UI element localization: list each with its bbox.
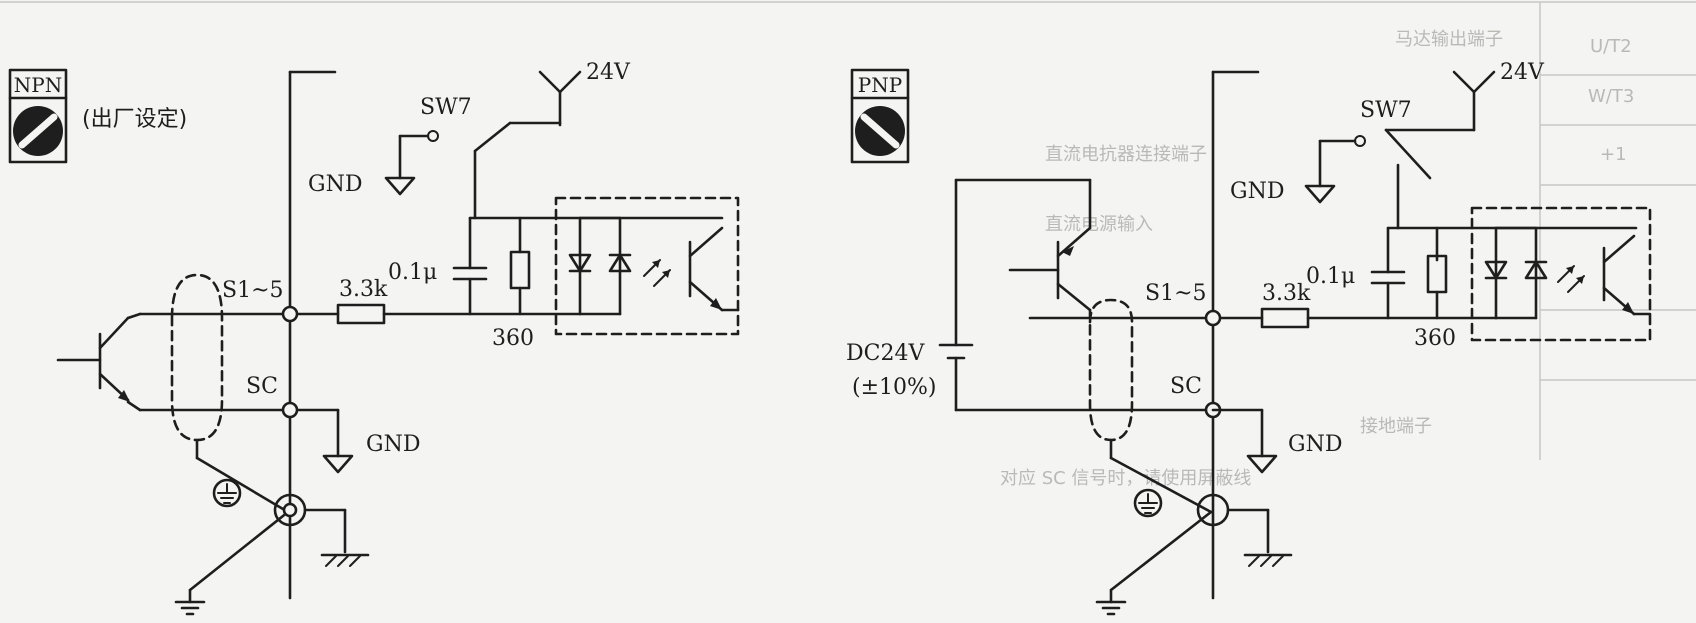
pnp-sw7-switch	[1304, 128, 1476, 230]
npn-protective-earth-icon	[212, 478, 242, 508]
npn-terminal-s1-5-label: S1~5	[222, 278, 284, 303]
pnp-external-transistor	[954, 178, 1092, 347]
npn-sw7-switch	[384, 121, 562, 220]
pnp-dc24v-tolerance: (±10%)	[852, 375, 937, 400]
pnp-switch-gnd-label: GND	[1230, 179, 1284, 204]
npn-terminal-sc-label: SC	[246, 374, 278, 399]
pnp-shunt-resistor	[1426, 254, 1448, 320]
ghost-text-2: W/T3	[1588, 86, 1634, 107]
pnp-24v-supply-icon	[1452, 70, 1496, 132]
ghost-text-5: 直流电源输入	[1045, 214, 1153, 235]
pnp-input-resistor-label: 3.3k	[1262, 281, 1311, 306]
npn-input-resistor	[336, 303, 386, 325]
npn-factory-note: (出厂设定)	[82, 107, 187, 132]
ghost-text-0: 马达输出端子	[1395, 29, 1503, 50]
bleed-through-layer: 马达输出端子 U/T2 W/T3 +1 直流电抗器连接端子 直流电源输入 接地端…	[0, 1, 1696, 489]
pnp-common-gnd-label: GND	[1288, 432, 1342, 457]
pnp-shielded-cable	[1088, 298, 1213, 514]
npn-shunt-resistor	[509, 250, 531, 316]
pnp-terminal-s1-5	[1204, 309, 1222, 327]
npn-sw7-label: SW7	[420, 95, 472, 120]
npn-setting-badge: NPN	[8, 68, 68, 164]
pnp-badge-label: PNP	[858, 73, 902, 97]
npn-capacitor-label: 0.1μ	[388, 260, 437, 285]
pnp-capacitor-label: 0.1μ	[1306, 264, 1355, 289]
npn-shielded-cable	[170, 273, 290, 514]
npn-capacitor	[452, 266, 488, 316]
ghost-text-4: 直流电抗器连接端子	[1045, 144, 1207, 165]
pnp-input-resistor	[1260, 307, 1310, 329]
ghost-text-6: 接地端子	[1360, 416, 1432, 437]
npn-external-transistor	[56, 312, 142, 412]
npn-optocoupler	[554, 196, 740, 336]
pnp-circuit: PNP 24V SW7 GND	[846, 60, 1652, 616]
npn-terminal-s1-5	[281, 305, 299, 323]
pnp-terminal-sc-label: SC	[1170, 374, 1202, 399]
pnp-dc24v-source-icon	[938, 343, 1215, 412]
npn-switch-gnd-label: GND	[308, 172, 362, 197]
npn-input-resistor-label: 3.3k	[339, 277, 388, 302]
pnp-switch-gnd-icon	[1304, 184, 1336, 204]
pnp-sw7-label: SW7	[1360, 98, 1412, 123]
pnp-common-gnd-icon	[1246, 454, 1278, 474]
pnp-protective-earth-icon	[1133, 488, 1163, 518]
npn-24v-label: 24V	[586, 60, 631, 85]
npn-ground-terminal	[174, 493, 370, 616]
ghost-text-3: +1	[1600, 144, 1627, 165]
npn-badge-label: NPN	[14, 73, 62, 97]
npn-terminal-sc	[281, 401, 299, 419]
npn-common-gnd-icon	[322, 454, 354, 474]
pnp-24v-label: 24V	[1500, 60, 1545, 85]
pnp-dc24v-label: DC24V	[846, 341, 925, 366]
npn-circuit: NPN (出厂设定) 24V SW7 GND	[8, 60, 740, 616]
pnp-capacitor	[1370, 270, 1406, 320]
pnp-setting-badge: PNP	[850, 68, 910, 164]
npn-common-gnd-label: GND	[366, 432, 420, 457]
npn-24v-supply-icon	[538, 70, 582, 127]
pnp-ground-terminal	[1095, 493, 1293, 616]
pnp-optocoupler	[1470, 206, 1652, 342]
ghost-text-1: U/T2	[1590, 36, 1632, 57]
pnp-terminal-s1-5-label: S1~5	[1145, 281, 1207, 306]
npn-shunt-resistor-label: 360	[492, 326, 534, 351]
pnp-shunt-resistor-label: 360	[1414, 326, 1456, 351]
ghost-text-7: 对应 SC 信号时，请使用屏蔽线	[1000, 468, 1251, 489]
npn-switch-gnd-icon	[384, 176, 416, 196]
